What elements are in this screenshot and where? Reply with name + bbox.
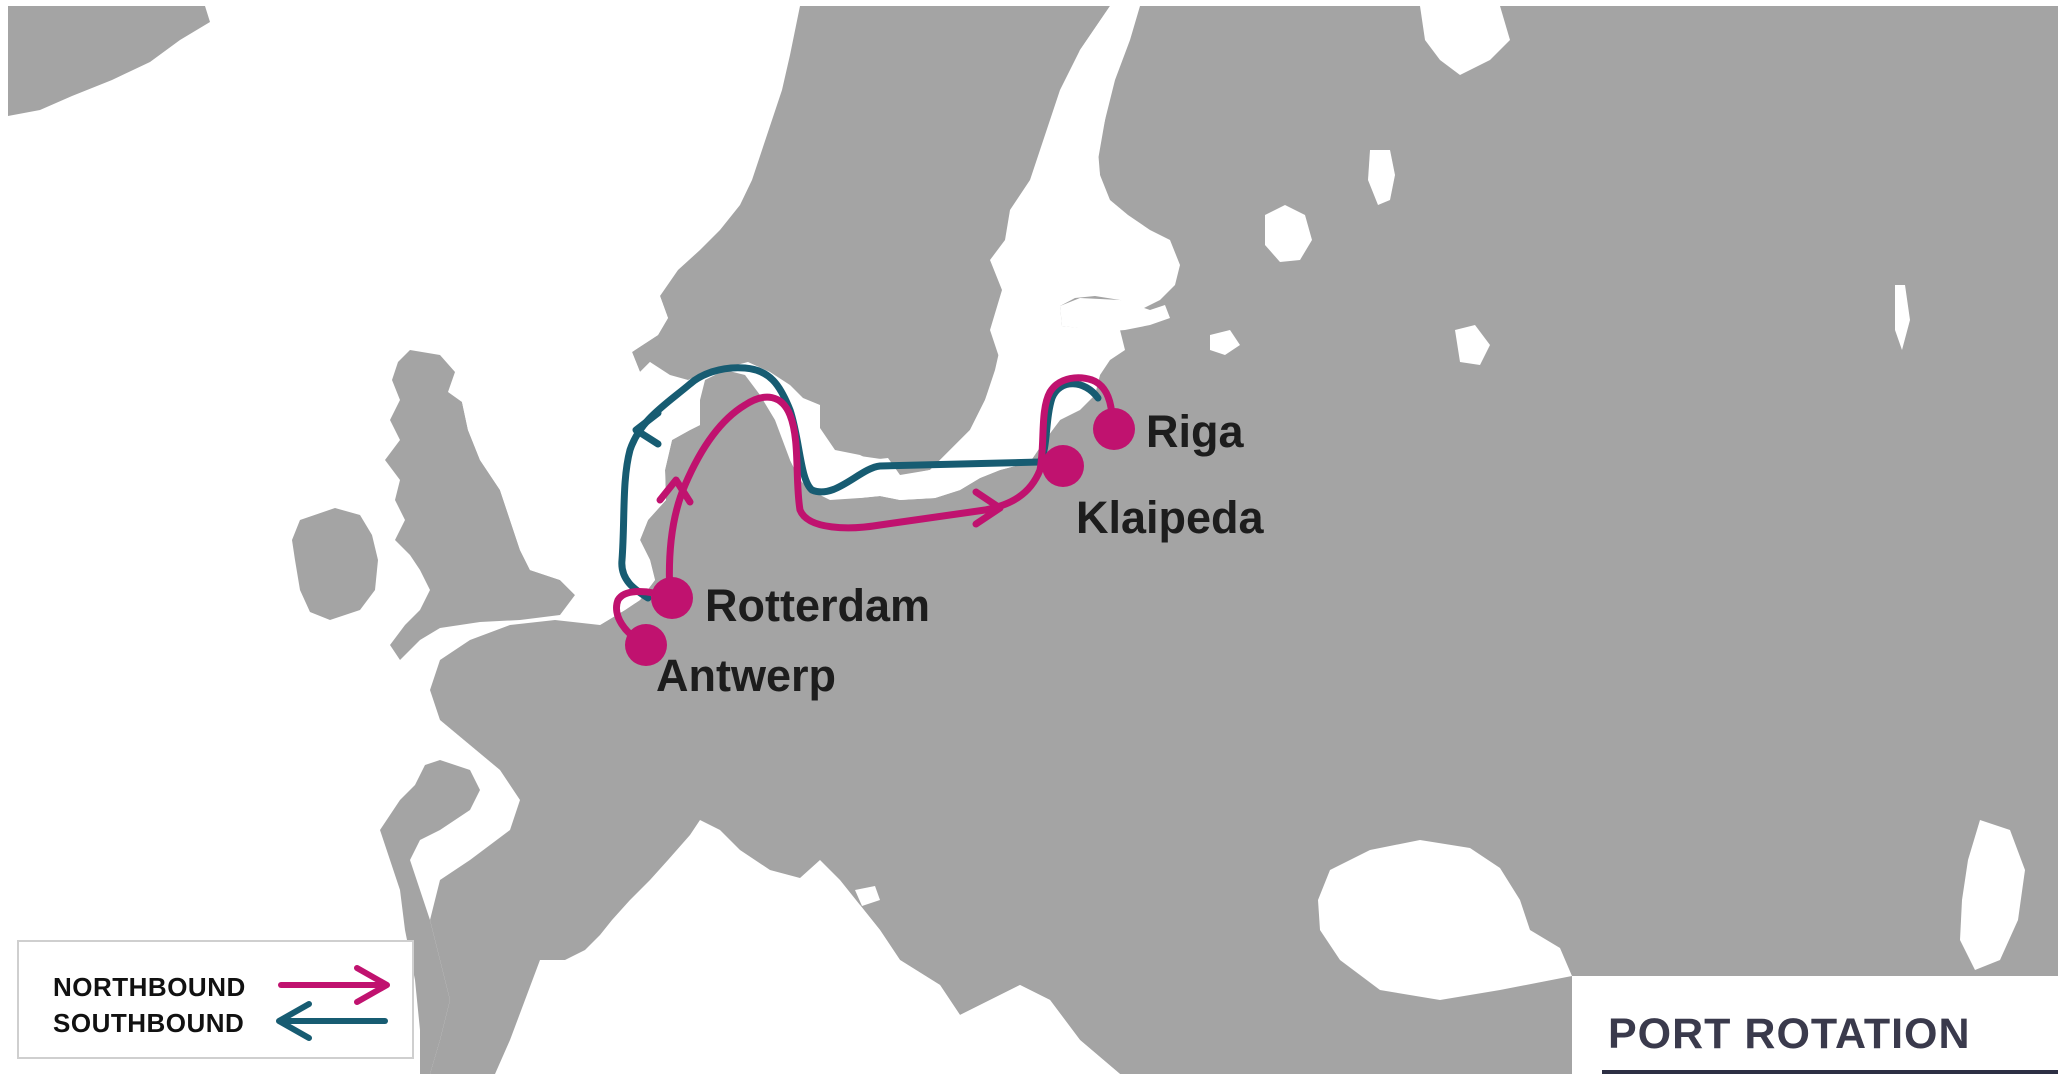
port-marker-antwerp	[625, 624, 667, 666]
northbound-arrowhead-baltic	[972, 488, 1004, 528]
sea-gulf-of-bothnia	[995, 6, 1140, 348]
sea-baltic	[790, 330, 1080, 500]
port-marker-klaipeda	[1042, 445, 1084, 487]
land-east-europe	[430, 6, 2058, 1074]
lake-central-1	[855, 886, 880, 906]
port-rotation-underline	[1602, 1070, 2058, 1074]
legend-arrows	[276, 965, 390, 1041]
lake-onega	[1368, 150, 1395, 205]
land-great-britain	[385, 350, 575, 660]
land-ireland	[292, 508, 378, 620]
sea-mediterranean	[600, 905, 1120, 1074]
land-masses	[8, 6, 2058, 1074]
land-scandinavia	[632, 6, 1110, 475]
lake-finland-1	[1210, 330, 1240, 355]
port-label-riga: Riga	[1146, 406, 1244, 457]
sea-black-sea	[1318, 840, 1572, 1000]
legend-northbound-label: NORTHBOUND	[53, 972, 246, 1002]
lake-russia-2	[1895, 285, 1910, 350]
northbound-arrowhead-north-sea	[656, 476, 694, 506]
port-marker-rotterdam	[651, 577, 693, 619]
land-iberia-france	[380, 760, 480, 1074]
port-markers	[625, 408, 1135, 666]
sea-gulf-of-finland	[1060, 298, 1170, 332]
port-marker-riga	[1093, 408, 1135, 450]
port-label-antwerp: Antwerp	[656, 650, 836, 701]
southbound-arrowhead	[632, 409, 662, 448]
lake-russia-1	[1455, 325, 1490, 365]
southbound-arrow-icon	[276, 1001, 388, 1041]
sea-white-sea	[1420, 6, 1510, 75]
port-label-rotterdam: Rotterdam	[705, 580, 930, 631]
legend: NORTHBOUND SOUTHBOUND	[17, 940, 414, 1059]
land-iceland	[8, 6, 210, 116]
sea-areas	[462, 6, 2025, 1074]
sea-north-sea	[462, 292, 700, 625]
lake-ladoga	[1265, 205, 1312, 262]
port-label-klaipeda: Klaipeda	[1076, 492, 1265, 543]
port-rotation-title: PORT ROTATION	[1608, 1010, 1971, 1058]
northbound-arrow-icon	[278, 965, 390, 1005]
legend-southbound-label: SOUTHBOUND	[53, 1008, 245, 1038]
port-labels: Riga Klaipeda Rotterdam Antwerp	[656, 406, 1265, 701]
port-rotation-panel: PORT ROTATION	[1572, 976, 2058, 1074]
sea-caspian	[1960, 820, 2025, 970]
